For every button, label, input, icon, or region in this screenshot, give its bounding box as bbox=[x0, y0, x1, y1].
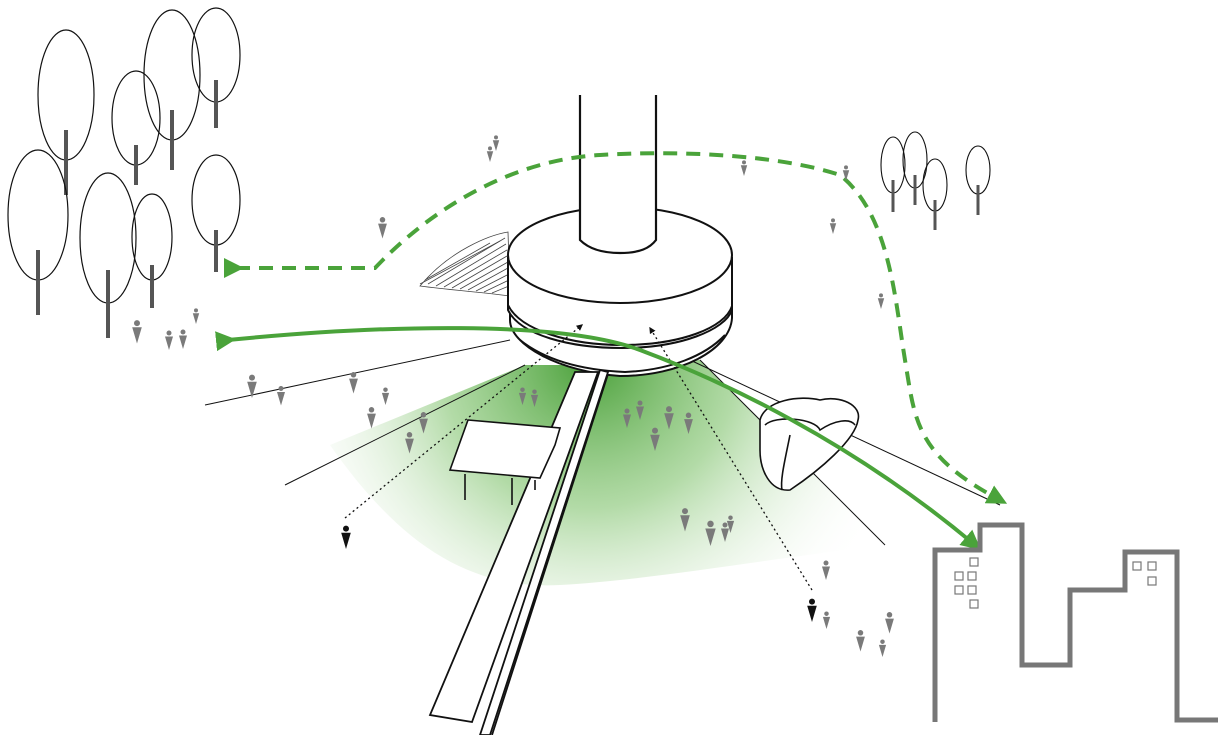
person-icon bbox=[132, 320, 142, 344]
green-dashed-route bbox=[224, 151, 1008, 504]
person-icon bbox=[486, 146, 494, 162]
person-icon bbox=[179, 329, 187, 349]
tree-icon bbox=[79, 172, 137, 338]
person-icon bbox=[842, 165, 850, 181]
person-icon bbox=[877, 293, 885, 309]
forest-left bbox=[7, 7, 241, 338]
tower-column bbox=[578, 95, 658, 255]
person-icon bbox=[367, 407, 376, 429]
person-icon bbox=[341, 525, 351, 549]
person-icon bbox=[885, 612, 894, 634]
building-windows bbox=[954, 557, 1157, 609]
person-icon bbox=[192, 308, 200, 324]
person-icon bbox=[807, 598, 817, 622]
tree-icon bbox=[143, 9, 201, 170]
tree-icon bbox=[37, 29, 95, 195]
person-icon bbox=[878, 639, 887, 657]
building-icon bbox=[932, 522, 1218, 723]
tree-icon bbox=[111, 70, 161, 185]
person-icon bbox=[856, 630, 865, 652]
person-icon bbox=[822, 560, 830, 580]
tree-icon bbox=[191, 154, 241, 272]
tree-icon bbox=[7, 149, 69, 315]
person-icon bbox=[822, 611, 831, 629]
tree-icon bbox=[965, 145, 991, 215]
trees-right bbox=[880, 131, 991, 230]
person-icon bbox=[381, 387, 390, 405]
tree-icon bbox=[131, 193, 173, 308]
hatched-slope bbox=[419, 231, 511, 297]
tree-icon bbox=[922, 158, 948, 230]
person-icon bbox=[378, 217, 387, 239]
person-icon bbox=[492, 135, 500, 151]
tree-icon bbox=[902, 131, 928, 205]
person-icon bbox=[165, 330, 173, 350]
person-icon bbox=[349, 372, 358, 394]
tree-icon bbox=[191, 7, 241, 128]
person-icon bbox=[829, 218, 837, 234]
tree-icon bbox=[880, 136, 906, 212]
person-icon bbox=[740, 160, 748, 176]
